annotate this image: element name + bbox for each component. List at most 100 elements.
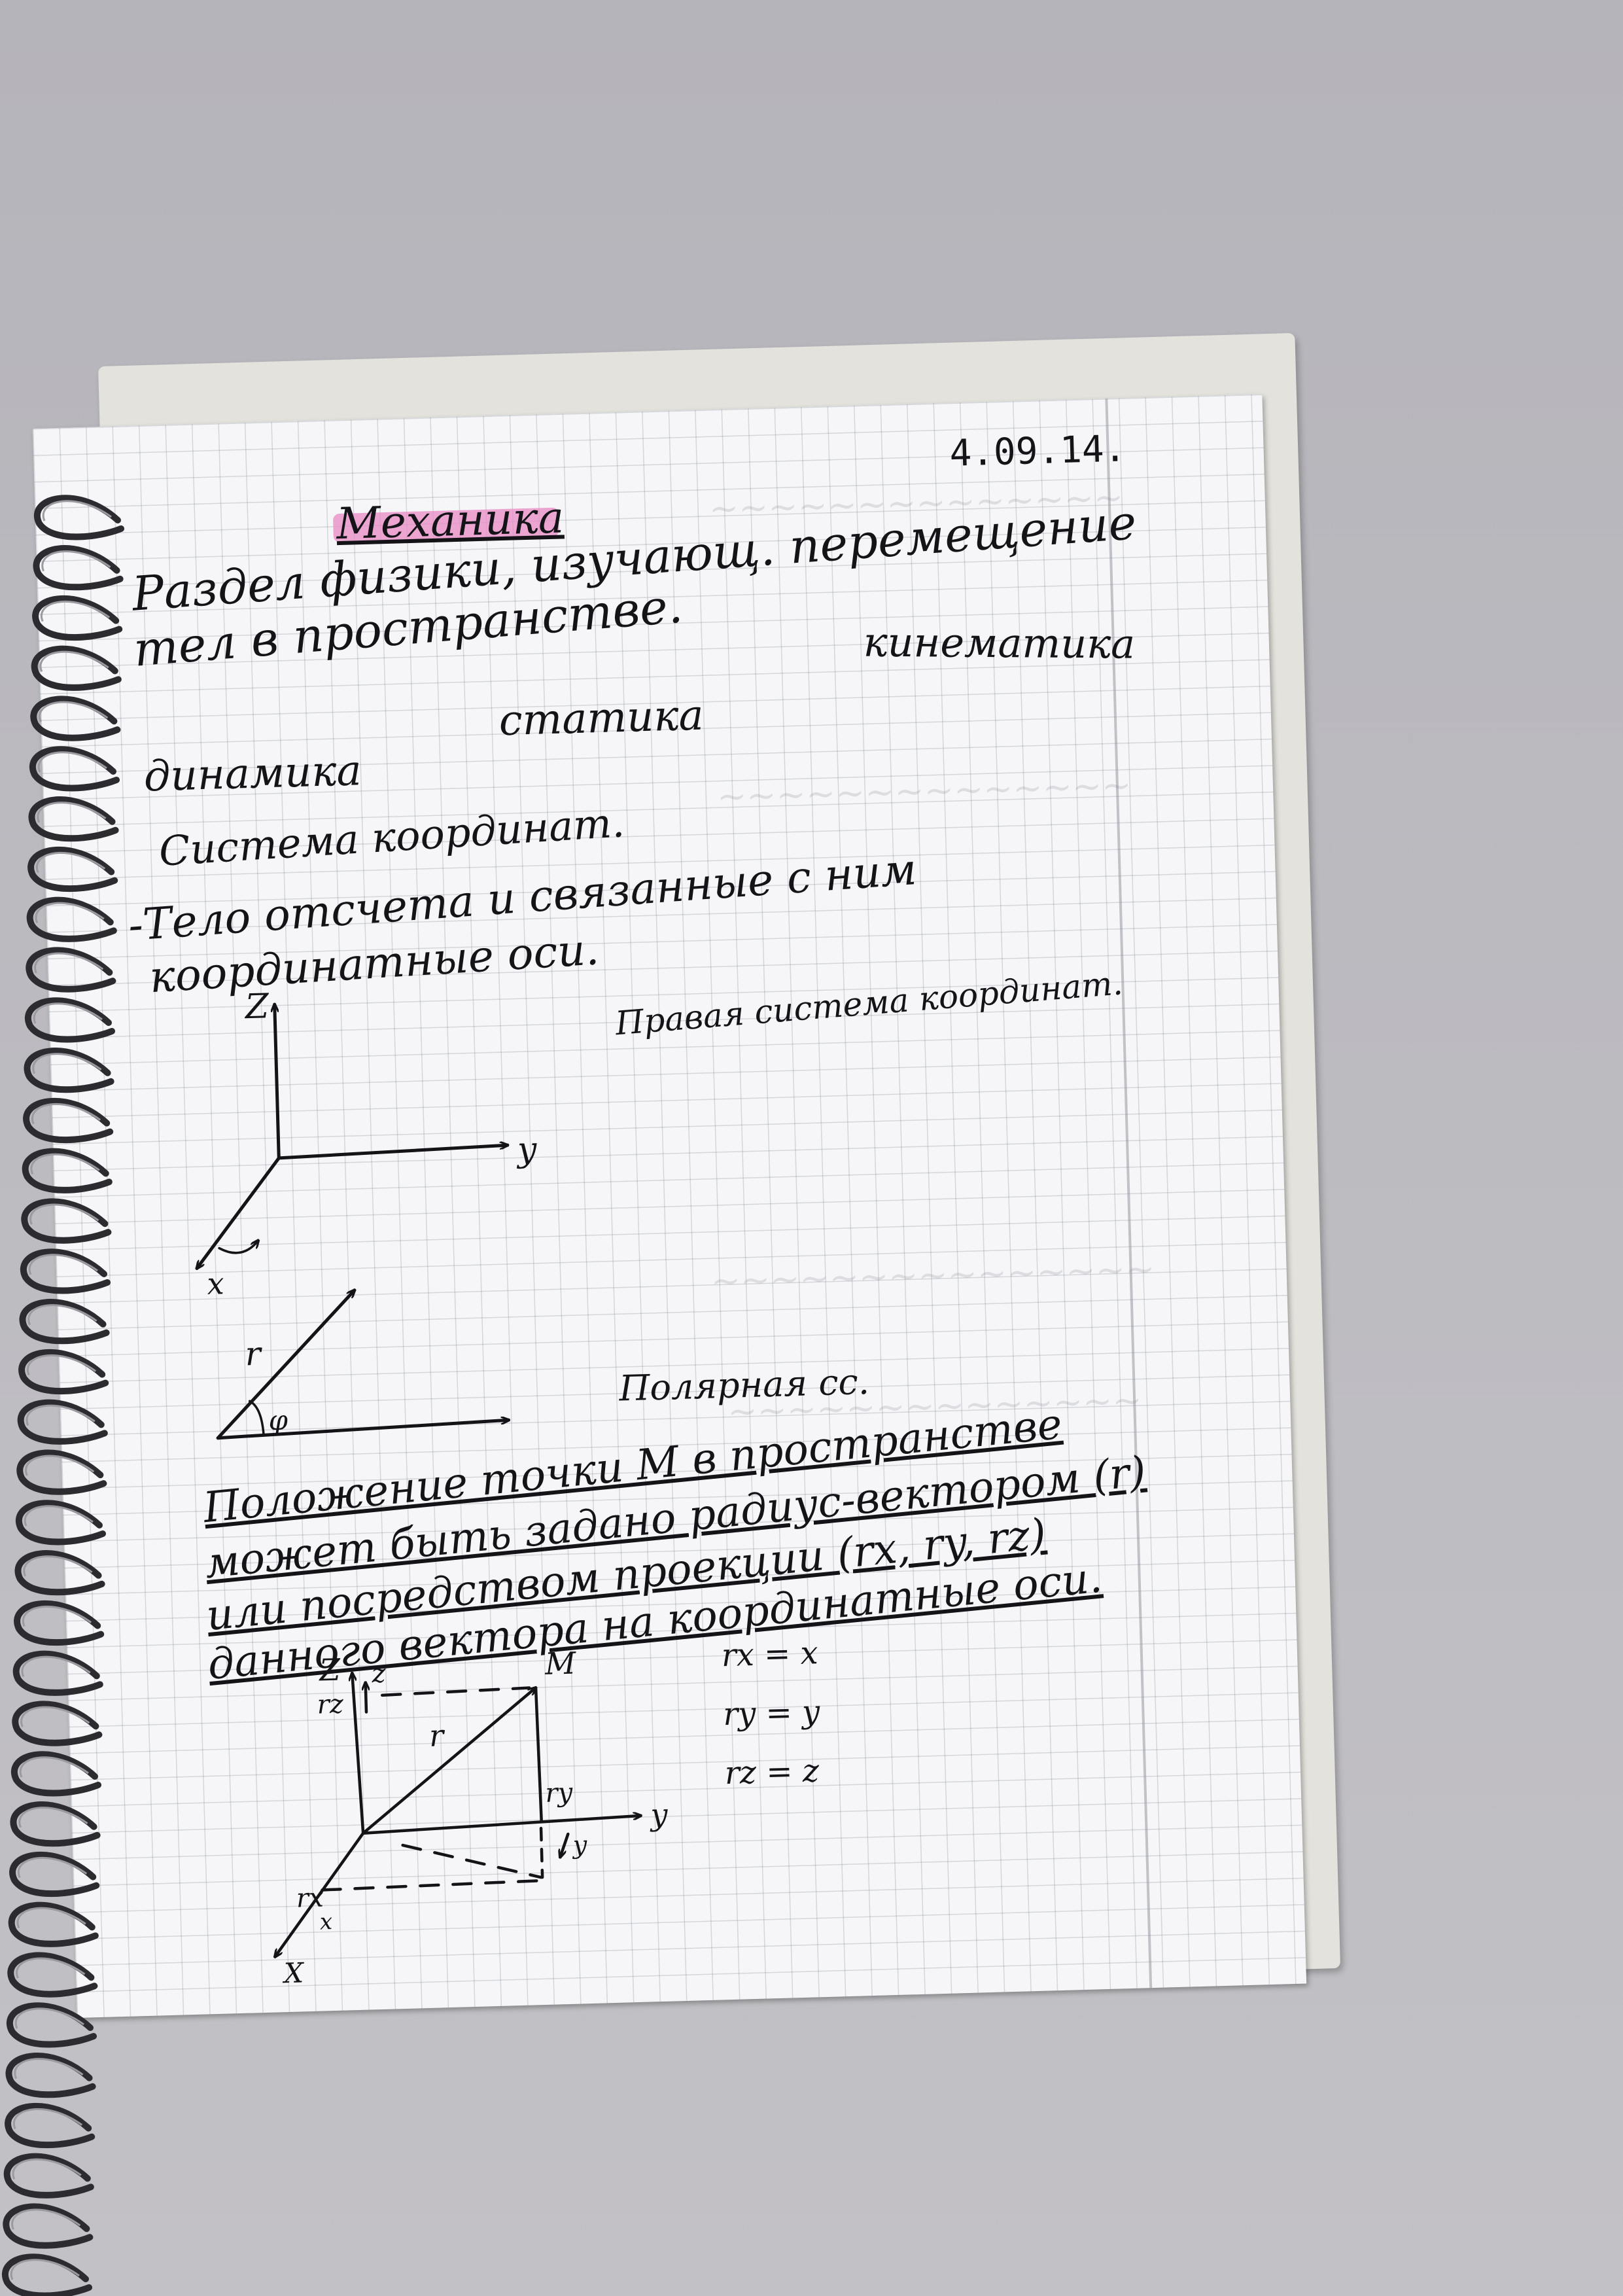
spiral-coil: [22, 1148, 113, 1193]
vertical-drop: [534, 1686, 544, 1824]
fig3-y-label: y: [649, 1797, 669, 1833]
spiral-coil-highlight: [40, 601, 111, 622]
spiral-coil-highlight: [37, 751, 107, 773]
spiral-coil: [21, 1198, 112, 1244]
spiral-coil: [30, 696, 121, 741]
spiral-coil-highlight: [25, 1455, 95, 1476]
radius-label: r: [245, 1335, 264, 1373]
right-coordinate-system-figure: [190, 1002, 510, 1269]
radius-vector-m: [361, 1687, 540, 1835]
hand-drawn-diagrams: Z y x r φ Z z rz M: [33, 987, 821, 1989]
spiral-coil: [32, 595, 123, 641]
spiral-coil: [16, 1449, 107, 1495]
fig3-rx-label: rx: [296, 1882, 324, 1913]
spiral-coil-highlight: [32, 1053, 102, 1074]
fig3-r-label: r: [428, 1718, 445, 1754]
spiral-coil-highlight: [14, 2007, 84, 2029]
spiral-coil: [5, 2103, 96, 2149]
spiral-coil-highlight: [26, 1354, 97, 1376]
spiral-coil-highlight: [30, 1153, 100, 1174]
dash-base: [321, 1879, 543, 1892]
spiral-coil: [9, 1852, 100, 1898]
spiral-coil: [25, 997, 115, 1043]
polar-axis: [216, 1420, 511, 1440]
spiral-coil: [27, 847, 118, 892]
spiral-coil-highlight: [27, 1304, 97, 1326]
spiral-coil-highlight: [18, 1807, 88, 1828]
spiral-coil-highlight: [26, 1404, 96, 1426]
x-axis-3: [271, 1831, 365, 1957]
dash-vertical-low: [539, 1826, 544, 1879]
spiral-coil: [28, 796, 119, 842]
spiral-coil: [3, 2153, 94, 2199]
spiral-coil-highlight: [29, 1203, 99, 1225]
spiral-coil: [14, 1600, 105, 1646]
spiral-coil-highlight: [41, 550, 111, 572]
spiral-coil: [31, 645, 122, 691]
equation-rx: rx = x: [721, 1634, 818, 1674]
spiral-coil: [7, 1952, 98, 1998]
spiral-coil-highlight: [42, 500, 112, 521]
spiral-coil-highlight: [16, 1957, 86, 1979]
spiral-binding: [2, 495, 124, 2296]
spiral-coil: [16, 1500, 106, 1545]
angle-label: φ: [268, 1404, 288, 1437]
spiral-coil: [19, 1299, 110, 1345]
spiral-coil-highlight: [35, 852, 106, 874]
z-axis-label: Z: [243, 987, 270, 1027]
y-axis-label: y: [515, 1130, 538, 1170]
x-axis: [194, 1156, 281, 1269]
radius-vector: [216, 1290, 358, 1440]
spiral-coil-highlight: [17, 1857, 88, 1879]
spiral-coil: [12, 1701, 103, 1746]
y-axis-3: [361, 1816, 641, 1835]
notebook-page: ~~~~~~~~~~~~~~ ~~~~~~~~~~~~~~ ~~~~~~~~~~…: [33, 394, 1307, 2019]
z-axis-3: [352, 1673, 365, 1835]
spiral-coil-highlight: [23, 1555, 93, 1577]
fig3-x-proj-label: x: [319, 1909, 332, 1935]
spiral-coil-highlight: [28, 1254, 98, 1275]
spiral-coil: [24, 1048, 114, 1093]
spiral-coil: [14, 1550, 105, 1596]
spiral-coil: [8, 1901, 99, 1947]
fig3-ry-label: ry: [545, 1778, 574, 1809]
fig3-z-label: Z: [317, 1652, 341, 1688]
spiral-coil-highlight: [12, 2108, 83, 2130]
dash-diag: [401, 1843, 543, 1879]
equation-rz: rz = z: [724, 1752, 820, 1792]
spiral-coil-highlight: [31, 1103, 101, 1125]
spiral-coil-highlight: [37, 802, 107, 823]
fig3-m-label: M: [544, 1646, 577, 1682]
spiral-coil-highlight: [39, 650, 109, 672]
spiral-coil-highlight: [11, 2208, 81, 2230]
spiral-coil-highlight: [39, 701, 109, 722]
spiral-coil: [34, 495, 124, 540]
fig3-z-proj-label: z: [371, 1659, 387, 1689]
polar-system-figure: [216, 1286, 511, 1440]
spiral-coil-highlight: [10, 2259, 80, 2280]
angle-arc: [248, 1400, 265, 1437]
spiral-coil: [26, 896, 117, 942]
spiral-coil-highlight: [22, 1606, 92, 1627]
projections-figure: [267, 1665, 644, 1957]
spiral-coil-highlight: [35, 902, 105, 923]
spiral-coil: [18, 1349, 109, 1395]
spiral-coil: [29, 746, 120, 792]
spiral-coil-highlight: [24, 1505, 94, 1527]
spiral-coil: [10, 1801, 101, 1847]
spiral-coil: [12, 1650, 103, 1696]
spiral-coil-highlight: [20, 1706, 90, 1727]
spiral-coil-highlight: [34, 952, 104, 974]
spiral-coil: [33, 545, 124, 591]
spiral-coil-highlight: [19, 1756, 89, 1778]
spiral-coil: [23, 1098, 114, 1144]
spiral-coil: [11, 1751, 101, 1797]
fig3-rz-label: rz: [317, 1689, 344, 1720]
fig3-y-proj-label: y: [571, 1830, 587, 1860]
spiral-coil-highlight: [16, 1907, 86, 1928]
spiral-coil: [20, 1248, 111, 1294]
spiral-coil: [3, 2203, 94, 2249]
rotation-arrow: [218, 1241, 258, 1254]
y-axis: [277, 1145, 510, 1160]
spiral-coil: [5, 2053, 96, 2098]
